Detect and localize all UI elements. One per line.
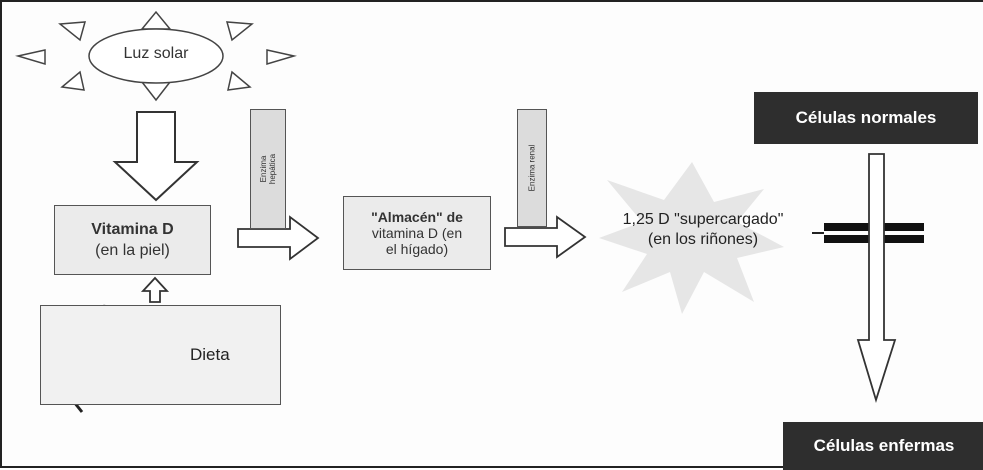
kidney-enzyme-tab: Enzima renal [517,109,547,227]
liver-storage-box: "Almacén" de vitamina D (en el hígado) [343,196,491,270]
diseased-cells-box: Células enfermas [783,422,983,470]
sun-icon [15,10,297,102]
sun-ray [58,21,87,42]
liver-enzyme-tab: Enzima hepática [250,109,286,229]
liver-storage-line1: "Almacén" de [371,209,463,225]
vitamin-d-skin-subtitle: (en la piel) [95,241,170,259]
sun-ray [140,10,172,30]
kidney-enzyme-label: Enzima renal [527,144,537,192]
kidney-node-line1: 1,25 D "supercargado" [622,211,784,228]
normal-to-diseased-arrow [856,153,897,404]
diet-label: Dieta [190,345,230,364]
sun-to-skin-arrow [112,111,200,202]
sun-ray [225,21,254,42]
sun-ray [227,70,252,91]
liver-enzyme-line2: hepática [268,153,277,185]
sun-ray [140,81,172,102]
kidney-node-line2: (en los riñones) [647,231,759,248]
sun-core [88,28,224,84]
vitamin-d-skin-box: Vitamina D (en la piel) [54,205,211,275]
diet-to-skin-arrow [140,276,170,303]
diet-box [40,305,281,405]
skin-to-liver-arrow [237,215,320,261]
liver-storage-line2: vitamina D (en [371,225,463,241]
vitamin-d-skin-title: Vitamina D [91,220,174,238]
sun-ray [15,49,46,66]
sun-label: Luz solar [123,45,189,62]
sun-ray [266,49,297,66]
liver-enzyme-line1: Enzima [259,155,268,183]
sun-ray [60,70,85,91]
liver-enzyme-label: Enzima hepática [259,154,277,184]
liver-to-kidney-arrow [504,215,587,259]
normal-cells-box: Células normales [754,92,978,144]
kidney-node: 1,25 D "supercargado" (en los riñones) [594,210,812,250]
kidney-starburst [599,162,784,314]
liver-storage-line3: el hígado) [385,241,449,257]
